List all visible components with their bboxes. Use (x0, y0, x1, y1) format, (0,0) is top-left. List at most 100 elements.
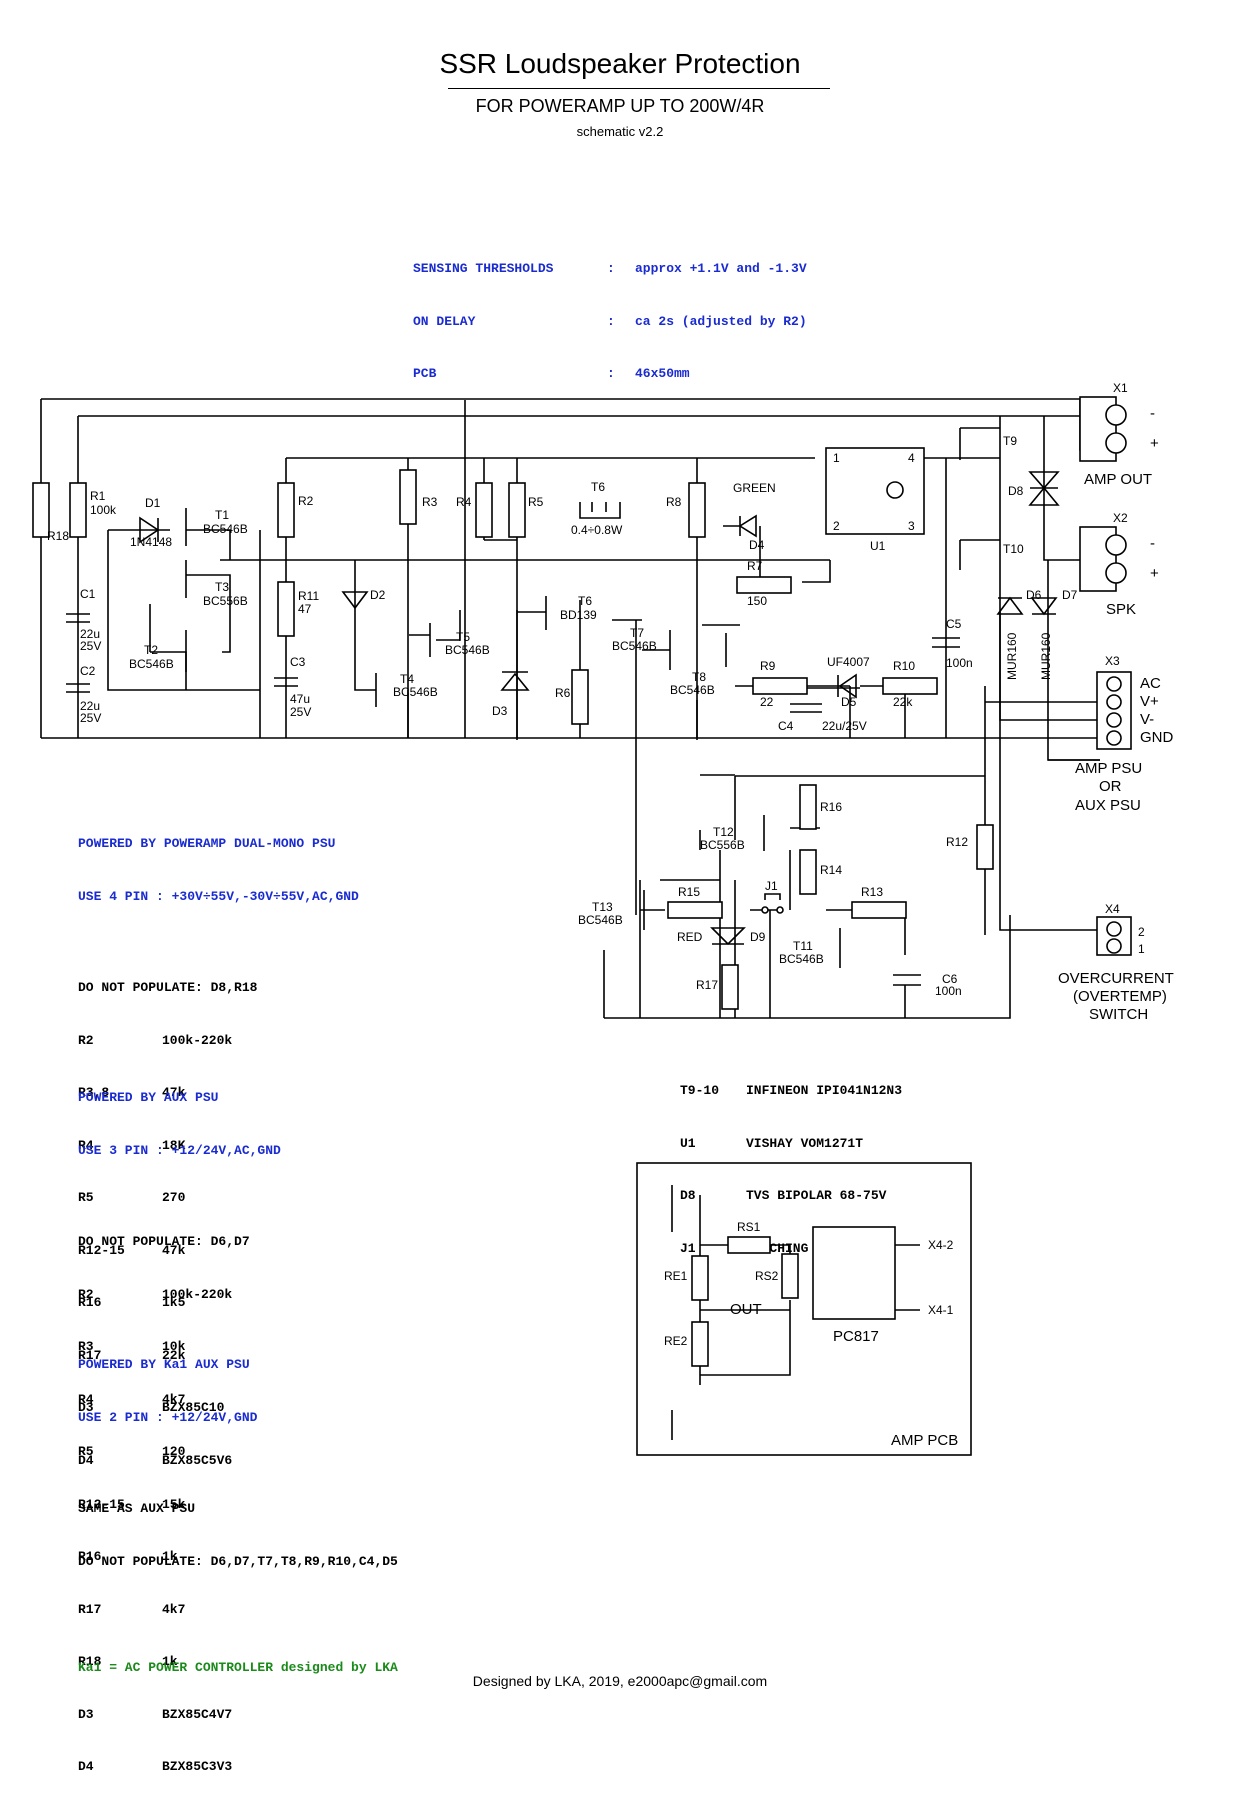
part-ref: D8 (680, 1188, 696, 1203)
label: RE1 (664, 1269, 688, 1283)
optocoupler-u1 (825, 447, 925, 535)
resistor-re2 (691, 1321, 709, 1367)
diode-d5 (837, 673, 857, 699)
variant-note: DO NOT POPULATE: D6,D7,T7,T8,R9,R10,C4,D… (78, 1553, 398, 1569)
label: RS1 (737, 1220, 761, 1234)
label: OUT (730, 1301, 762, 1318)
resistor-r14 (799, 849, 817, 895)
x2-terminal-plus (1105, 562, 1127, 584)
label: 2 (1138, 925, 1145, 939)
part-ref: R5 (78, 1444, 94, 1459)
part-ref: R2 (78, 1286, 94, 1302)
label: D3 (492, 704, 508, 718)
diode-d6 (996, 596, 1024, 615)
resistor-r9 (752, 677, 808, 695)
mosfet-t9-t10 (959, 427, 1000, 570)
label: 25V (290, 705, 311, 719)
variant-note: DO NOT POPULATE: D6,D7 (78, 1234, 250, 1249)
label: + (1150, 435, 1159, 452)
x1-terminal-plus (1105, 432, 1127, 454)
jumper-pin (776, 906, 784, 914)
diode-d2 (341, 591, 369, 610)
label: U1 (870, 539, 886, 553)
component-labels: R18 R1 100k D1 1N4148 T1 BC546B T3 BC556… (47, 381, 1174, 1449)
label: C5 (946, 617, 962, 631)
label: 22 (760, 695, 774, 709)
label: T1 (215, 508, 229, 522)
part-ref: R2 (78, 1032, 94, 1048)
part-val: TVS BIPOLAR 68-75V (746, 1188, 887, 1203)
part-val: 100k-220k (162, 1032, 233, 1048)
label: R17 (696, 978, 718, 992)
label: BC546B (670, 683, 715, 697)
diode-d7 (1030, 597, 1058, 616)
part-ref: R12-15 (78, 1496, 125, 1512)
label: OVERCURRENT (1058, 970, 1174, 987)
part-ref: T9-10 (680, 1083, 720, 1098)
spec-row: ON DELAY:ca 2s (adjusted by R2) (413, 313, 807, 331)
transistor-bars (185, 508, 841, 968)
variant-note: DO NOT POPULATE: D8,R18 (78, 980, 258, 995)
aux-psu-block: POWERED BY AUX PSU USE 3 PIN : +12/24V,A… (78, 1054, 281, 1793)
label: T8 (692, 670, 706, 684)
part-val: VISHAY VOM1271T (746, 1135, 864, 1151)
part-val: 4k7 (162, 1601, 186, 1617)
diode-d8 (1028, 471, 1060, 506)
label: AMP PCB (891, 1432, 958, 1449)
label: 47 (298, 602, 312, 616)
label: D7 (1062, 588, 1078, 602)
part-ref: R3 (78, 1339, 94, 1354)
label: R18 (47, 529, 69, 543)
label: 22u/25V (822, 719, 867, 733)
label: V+ (1140, 693, 1159, 710)
label: BC546B (612, 639, 657, 653)
label: X3 (1105, 654, 1120, 668)
resistor-r1 (69, 482, 87, 538)
diode-d4 (738, 514, 757, 538)
part-val: 4k7 (162, 1391, 186, 1407)
label: R8 (666, 495, 682, 509)
part-val: 120 (162, 1444, 186, 1459)
label: AMP OUT (1084, 471, 1152, 488)
label: R6 (555, 686, 571, 700)
resistor-r12 (976, 824, 994, 870)
label: C3 (290, 655, 306, 669)
page-title: SSR Loudspeaker Protection (439, 48, 801, 79)
label: D8 (1008, 484, 1024, 498)
label: R14 (820, 863, 842, 877)
label: D5 (841, 695, 857, 709)
label: R2 (298, 494, 314, 508)
capacitor-c3 (274, 677, 298, 687)
x4-pin-2 (1106, 921, 1122, 937)
label: T2 (144, 643, 158, 657)
resistor-r7 (736, 576, 792, 594)
part-val: INFINEON IPI041N12N3 (746, 1083, 903, 1098)
label: UF4007 (827, 655, 870, 669)
resistor-r3 (399, 469, 417, 525)
capacitor-c4 (790, 703, 822, 713)
label: R1 (90, 489, 106, 503)
resistor-r8 (688, 482, 706, 538)
label: 100n (946, 656, 973, 670)
label: T5 (456, 630, 470, 644)
variant-pins: USE 2 PIN : +12/24V,GND (78, 1409, 258, 1425)
part-ref: R17 (78, 1347, 102, 1363)
label: 3 (908, 519, 915, 533)
part-val: 47k (162, 1242, 186, 1258)
part-val: 1k5 (162, 1295, 186, 1310)
part-ref: R18 (78, 1654, 102, 1669)
x2-terminal-minus (1105, 534, 1127, 556)
label: 100k (90, 503, 117, 517)
resistor-r15 (667, 901, 723, 919)
label: X4-1 (928, 1303, 954, 1317)
label: 25V (80, 639, 101, 653)
